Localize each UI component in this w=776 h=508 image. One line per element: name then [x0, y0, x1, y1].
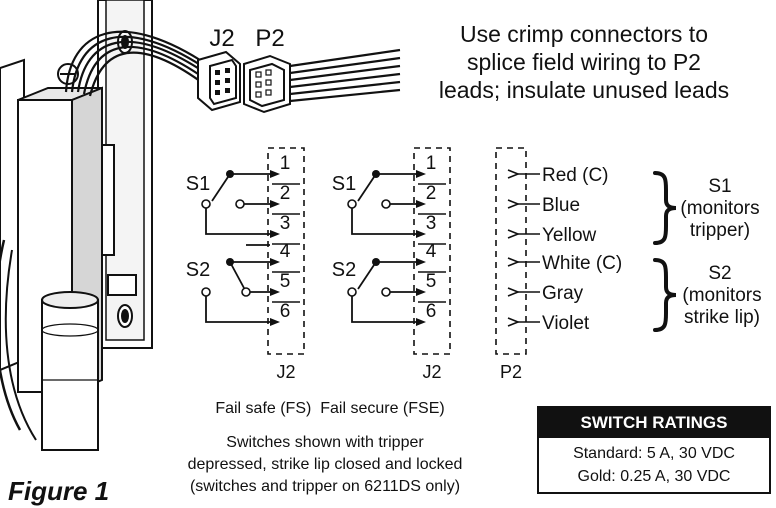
fail-safe-schematic: S1 S2 1 2 3 4 5 6 J2: [186, 147, 305, 382]
fs-pin-label: 5: [280, 271, 291, 292]
fse-pin-label: 4: [426, 241, 437, 262]
fse-pin-label: 1: [426, 153, 437, 174]
fse-pin-label: 3: [426, 213, 437, 234]
fs-pin-label: 2: [280, 183, 291, 204]
fse-pin-label: 6: [426, 301, 437, 322]
p2-lead-label: Yellow: [542, 225, 597, 246]
wire-harness: [64, 30, 205, 97]
fs-pin-label: 6: [280, 301, 291, 322]
s1-group-brace: [653, 171, 677, 245]
p2-socket-label: P2: [255, 25, 284, 52]
fse-pin-label: 2: [426, 183, 437, 204]
p2-lead-label: Gray: [542, 283, 584, 304]
splice-instruction-line: leads; insulate unused leads: [438, 77, 730, 103]
fs-switch-s2-label: S2: [186, 259, 210, 281]
figure-label: Figure 1: [8, 476, 110, 506]
fse-switch-s1-label: S1: [332, 173, 356, 195]
p2-lead-label: Violet: [542, 313, 590, 334]
s2-group-brace: [653, 258, 677, 332]
s1-group-line1: (monitors: [680, 198, 759, 219]
p2-lead-label: White (C): [542, 253, 622, 274]
switch-ratings-title: SWITCH RATINGS: [539, 408, 769, 438]
switch-state-note-line: (switches and tripper on 6211DS only): [189, 478, 461, 495]
splice-instruction: Use crimp connectors to splice field wir…: [388, 20, 776, 104]
p2-socket: [243, 54, 291, 114]
switch-state-note: Switches shown with tripper depressed, s…: [135, 432, 515, 498]
fs-connector-label: J2: [276, 362, 295, 382]
switch-rating-standard: Standard: 5 A, 30 VDC: [573, 445, 735, 462]
s1-group-line2: tripper): [690, 220, 750, 241]
fail-secure-schematic: S1 S2 1 2 3 4 5 6 J2: [332, 147, 451, 382]
fs-pin-label: 3: [280, 213, 291, 234]
p2-field-leads: [289, 48, 401, 103]
fs-pin-label: 4: [280, 241, 291, 262]
splice-instruction-line: Use crimp connectors to: [460, 21, 708, 47]
fse-pin-label: 5: [426, 271, 437, 292]
fs-switch-s1-label: S1: [186, 173, 210, 195]
j2-plug: [197, 50, 241, 112]
fse-connector-label: J2: [422, 362, 441, 382]
s1-group-name: S1: [708, 176, 731, 197]
p2-connector-label: P2: [500, 362, 522, 382]
switch-state-note-line: depressed, strike lip closed and locked: [187, 456, 463, 473]
mode-caption: Fail safe (FS) Fail secure (FSE): [215, 400, 445, 417]
s2-group-line2: strike lip): [684, 307, 760, 328]
fs-pin-label: 1: [280, 153, 291, 174]
switch-ratings-box: SWITCH RATINGS Standard: 5 A, 30 VDC Gol…: [537, 406, 771, 494]
p2-lead-label: Red (C): [542, 165, 609, 186]
fse-switch-s2-label: S2: [332, 259, 356, 281]
s2-group-name: S2: [708, 263, 731, 284]
j2-plug-label: J2: [209, 25, 234, 52]
s2-group-line1: (monitors: [682, 285, 761, 306]
electric-strike-illustration: [0, 0, 153, 451]
p2-lead-block: Red (C) Blue Yellow White (C) Gray Viole…: [495, 147, 622, 382]
p2-lead-label: Blue: [542, 195, 580, 216]
splice-instruction-line: splice field wiring to P2: [467, 49, 701, 75]
switch-state-note-line: Switches shown with tripper: [226, 434, 424, 451]
switch-rating-gold: Gold: 0.25 A, 30 VDC: [577, 468, 731, 485]
